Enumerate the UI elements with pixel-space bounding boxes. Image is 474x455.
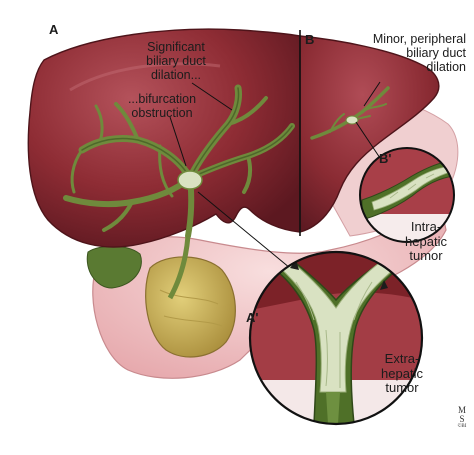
label-line: Extra-: [384, 351, 420, 366]
label-line: dilation...: [150, 68, 202, 82]
panel-label-a: A: [49, 22, 59, 37]
label-line: ...bifurcation: [127, 92, 197, 106]
panel-label-a-prime: A': [246, 310, 259, 325]
panel-label-b: B: [305, 32, 315, 47]
label-line: tumor: [385, 380, 419, 396]
gallbladder: [145, 256, 236, 358]
leader-lines: [169, 81, 385, 269]
label-line: tumor: [409, 248, 443, 264]
label-line: dilation: [426, 60, 466, 74]
liver-panel-b: [299, 35, 440, 233]
label-line: Significant: [147, 40, 205, 54]
liver-panel-a: [27, 28, 301, 248]
label-minor-dilation: Minor, peripheral biliary duct dilation: [340, 32, 466, 74]
label-line: hepatic: [381, 365, 423, 381]
inset-intrahepatic-border: [359, 147, 455, 243]
bifurcation-tumor: [177, 170, 203, 190]
signature-initial: M: [457, 405, 466, 415]
label-line: Intra-: [410, 219, 442, 234]
signature-mark: ©BI: [457, 424, 467, 429]
label-bifurcation-obstruction: ...bifurcation obstruction: [114, 92, 210, 120]
inset-extrahepatic-border: [248, 250, 424, 426]
panel-label-b-prime: B': [379, 151, 392, 166]
label-intrahepatic-tumor: Intra- hepatic tumor: [396, 219, 456, 264]
artist-signature: M S ©BI: [454, 405, 470, 430]
label-line: biliary duct: [146, 54, 206, 68]
label-line: Minor, peripheral: [372, 32, 466, 46]
label-line: biliary duct: [406, 46, 466, 60]
label-significant-dilation: Significant biliary duct dilation...: [128, 40, 224, 82]
label-line: obstruction: [131, 106, 193, 120]
label-line: hepatic: [405, 233, 447, 249]
label-extrahepatic-tumor: Extra- hepatic tumor: [370, 351, 434, 396]
signature-initial: S: [459, 414, 465, 424]
